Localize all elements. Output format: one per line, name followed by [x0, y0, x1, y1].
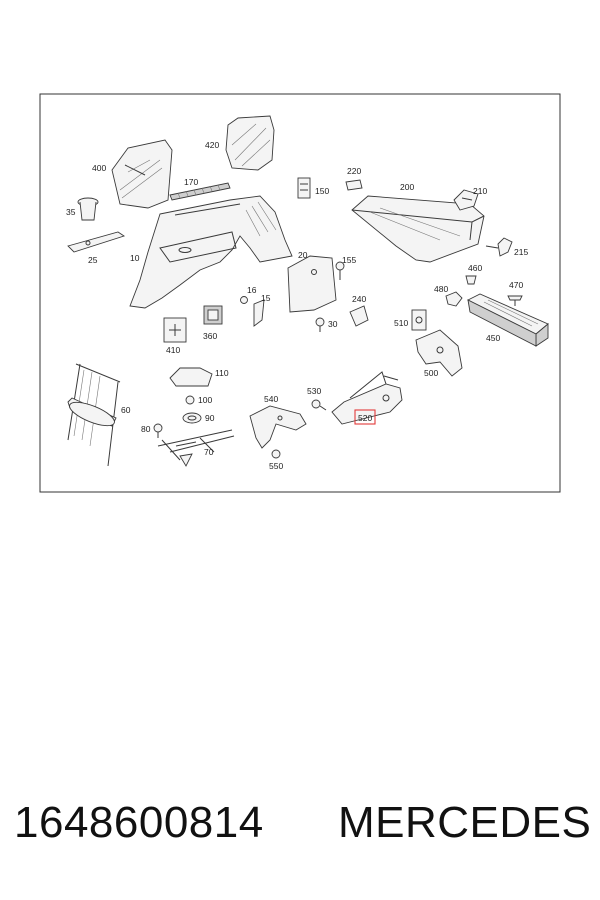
part-220 [345, 179, 363, 191]
part-number: 1648600814 [14, 798, 264, 847]
label-410: 410 [166, 345, 180, 355]
part-60 [67, 363, 121, 467]
part-450 [466, 293, 549, 347]
brand-name: MERCEDES [338, 798, 592, 847]
part-480 [445, 291, 463, 307]
part-20 [287, 255, 337, 313]
label-150: 150 [315, 186, 329, 196]
part-210 [453, 189, 479, 211]
label-540: 540 [264, 394, 278, 404]
label-480: 480 [434, 284, 448, 294]
part-25 [67, 231, 126, 253]
label-510: 510 [394, 318, 408, 328]
part-550 [271, 449, 281, 459]
part-200 [351, 195, 485, 263]
label-530: 530 [307, 386, 321, 396]
part-470 [507, 295, 523, 306]
label-520: 520 [358, 413, 372, 423]
parts-diagram: 400 420 170 35 25 10 150 220 200 210 215… [39, 93, 561, 493]
label-450: 450 [486, 333, 500, 343]
label-215: 215 [514, 247, 528, 257]
label-90: 90 [205, 413, 215, 423]
part-35 [77, 197, 99, 221]
label-500: 500 [424, 368, 438, 378]
part-410 [163, 317, 187, 343]
label-70: 70 [204, 447, 214, 457]
label-360: 360 [203, 331, 217, 341]
part-155 [335, 261, 345, 280]
part-360 [203, 305, 223, 325]
label-60: 60 [121, 405, 131, 415]
label-16: 16 [247, 285, 257, 295]
part-90 [182, 412, 202, 424]
part-30 [315, 317, 325, 332]
label-15: 15 [261, 293, 271, 303]
part-15 [253, 299, 265, 327]
label-200: 200 [400, 182, 414, 192]
part-240 [349, 305, 369, 327]
part-80 [153, 423, 163, 438]
part-500 [415, 329, 463, 377]
label-240: 240 [352, 294, 366, 304]
label-20: 20 [298, 250, 308, 260]
label-220: 220 [347, 166, 361, 176]
label-100: 100 [198, 395, 212, 405]
part-70 [157, 429, 235, 467]
part-150 [297, 177, 311, 199]
label-470: 470 [509, 280, 523, 290]
label-80: 80 [141, 424, 151, 434]
part-16 [240, 296, 248, 304]
part-100 [185, 395, 195, 405]
part-530 [311, 399, 327, 411]
label-400: 400 [92, 163, 106, 173]
label-420: 420 [205, 140, 219, 150]
label-155: 155 [342, 255, 356, 265]
part-420 [225, 115, 275, 171]
part-215 [485, 237, 513, 257]
highlight-box-520 [354, 409, 376, 425]
footer-caption: 1648600814 MERCEDES [0, 798, 600, 868]
part-510 [411, 309, 427, 331]
label-460: 460 [468, 263, 482, 273]
part-400 [111, 139, 173, 209]
label-110: 110 [215, 368, 229, 378]
label-10: 10 [130, 253, 140, 263]
part-110 [169, 367, 213, 387]
label-550: 550 [269, 461, 283, 471]
label-25: 25 [88, 255, 98, 265]
part-520 [331, 371, 403, 425]
part-170 [169, 182, 231, 201]
label-30: 30 [328, 319, 338, 329]
part-460 [465, 275, 477, 285]
label-210: 210 [473, 186, 487, 196]
part-10 [129, 195, 293, 309]
label-35: 35 [66, 207, 76, 217]
label-170: 170 [184, 177, 198, 187]
part-540 [249, 405, 307, 449]
